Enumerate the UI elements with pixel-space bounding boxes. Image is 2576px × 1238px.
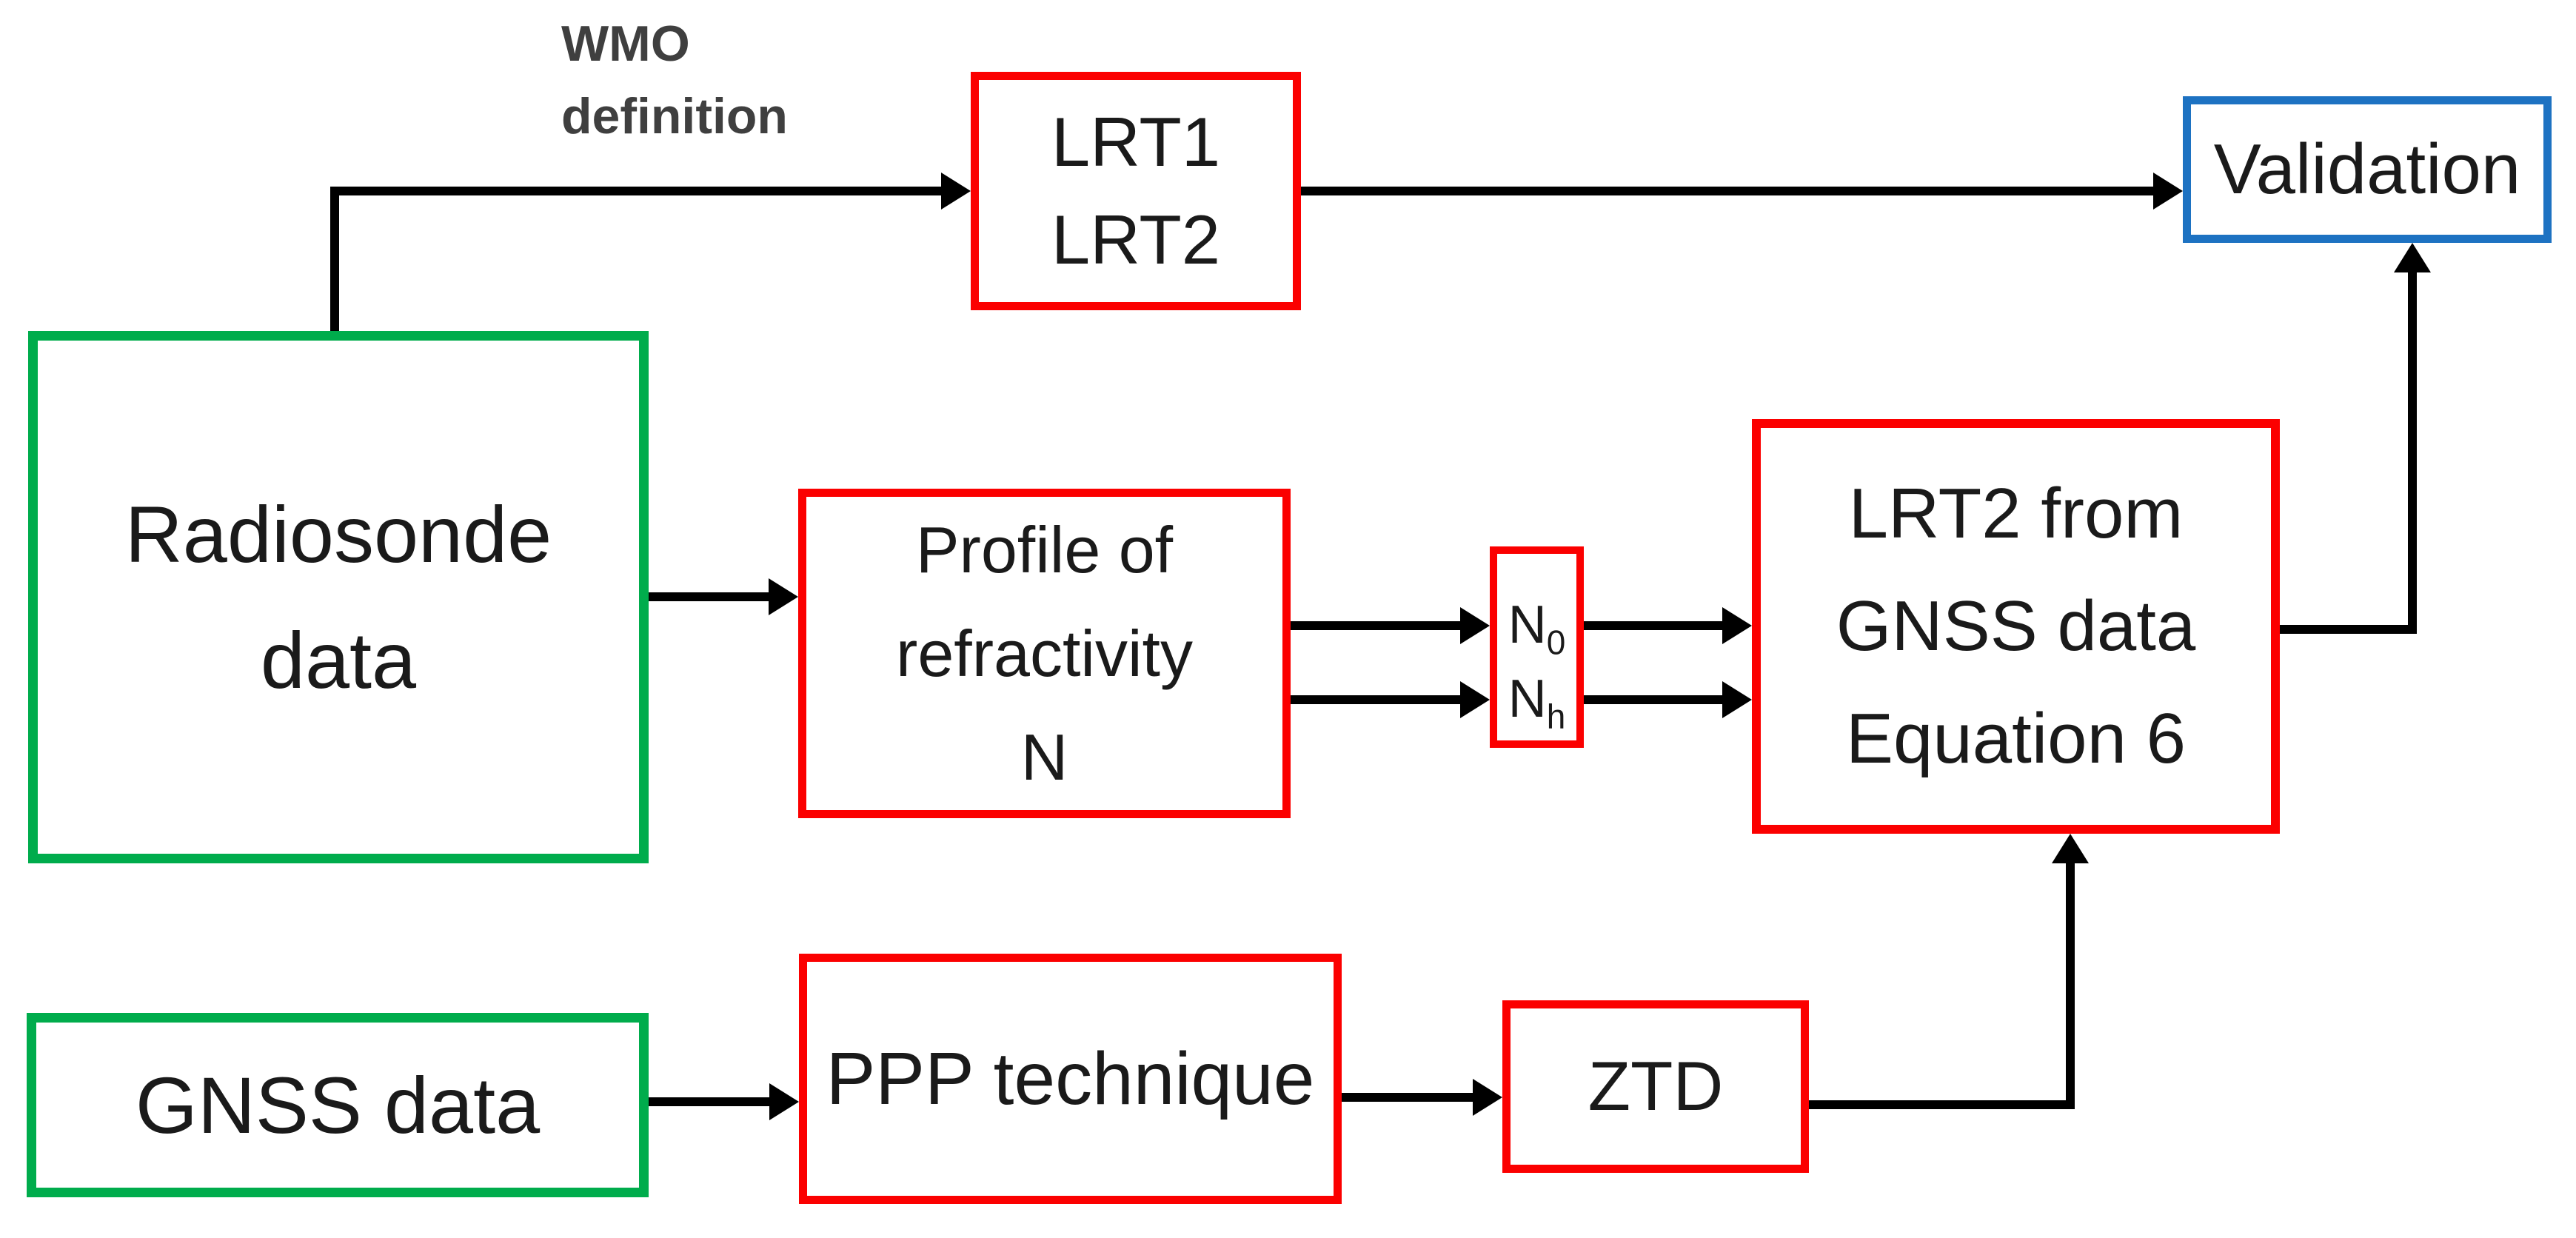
arrowhead-right-icon [769, 1083, 799, 1120]
arrowhead-right-icon [1722, 607, 1752, 644]
wmo-definition-line2: definition [561, 88, 788, 144]
connector-ztd-to-lrt2gnss-vertical [2066, 862, 2075, 1109]
node-lrt1-lrt2: LRT1 LRT2 [971, 72, 1301, 310]
connector-profile-to-n0 [1290, 621, 1460, 630]
nh-base: N [1508, 669, 1547, 729]
arrowhead-up-icon [2052, 834, 2089, 863]
node-ppp-technique-label: PPP technique [826, 1037, 1315, 1120]
node-gnss-data: GNSS data [27, 1013, 649, 1197]
node-lrt2-from-gnss: LRT2 from GNSS data Equation 6 [1752, 419, 2280, 834]
node-radiosonde-data: Radiosonde data [28, 331, 649, 863]
connector-radiosonde-to-lrt-horizontal [330, 187, 941, 195]
node-profile-line1: Profile of [915, 512, 1174, 586]
nh-value: Nh [1508, 662, 1566, 736]
wmo-definition-label: WMO definition [561, 7, 788, 153]
wmo-definition-line1: WMO [561, 16, 690, 72]
arrowhead-right-icon [1460, 607, 1490, 644]
arrowhead-right-icon [1460, 681, 1490, 718]
node-lrt2-from-gnss-line2: GNSS data [1836, 586, 2196, 666]
connector-radiosonde-to-profile [648, 592, 769, 601]
connector-lrt-to-validation [1300, 187, 2153, 195]
connector-nh-to-lrt2gnss [1583, 695, 1722, 704]
connector-profile-to-nh [1290, 695, 1460, 704]
connector-lrt2gnss-to-validation-horizontal [2279, 625, 2417, 634]
node-validation: Validation [2183, 96, 2552, 243]
node-gnss-data-label: GNSS data [135, 1060, 541, 1150]
connector-ppp-to-ztd [1341, 1093, 1473, 1102]
node-profile-of-refractivity: Profile of refractivity N [798, 489, 1291, 818]
node-lrt2-from-gnss-line1: LRT2 from [1848, 474, 2184, 553]
arrowhead-right-icon [1722, 681, 1752, 718]
n0-subscript: 0 [1546, 623, 1566, 662]
connector-lrt2gnss-to-validation-vertical [2408, 271, 2417, 634]
arrowhead-right-icon [2153, 173, 2183, 210]
connector-gnss-to-ppp [649, 1097, 769, 1106]
connector-n0-to-lrt2gnss [1583, 621, 1722, 630]
node-ppp-technique: PPP technique [799, 954, 1342, 1204]
node-validation-label: Validation [2213, 130, 2521, 210]
node-ztd-label: ZTD [1588, 1047, 1724, 1125]
node-ztd: ZTD [1502, 1000, 1809, 1173]
connector-ztd-to-lrt2gnss-horizontal [1808, 1100, 2075, 1109]
node-n-values: N0 Nh [1490, 546, 1584, 748]
arrowhead-right-icon [941, 173, 971, 210]
n0-value: N0 [1508, 588, 1566, 662]
node-radiosonde-data-line1: Radiosonde [124, 489, 552, 579]
node-profile-line3: N [1020, 720, 1068, 794]
node-lrt1-lrt2-line1: LRT1 [1051, 103, 1221, 181]
node-radiosonde-data-line2: data [260, 615, 417, 705]
nh-subscript: h [1546, 697, 1566, 736]
node-profile-line2: refractivity [896, 616, 1193, 690]
n0-base: N [1508, 595, 1547, 655]
node-lrt1-lrt2-line2: LRT2 [1051, 201, 1221, 278]
connector-radiosonde-to-lrt-vertical [330, 187, 339, 331]
arrowhead-up-icon [2394, 243, 2431, 272]
node-lrt2-from-gnss-line3: Equation 6 [1845, 699, 2187, 778]
arrowhead-right-icon [1473, 1079, 1502, 1116]
arrowhead-right-icon [769, 578, 798, 615]
